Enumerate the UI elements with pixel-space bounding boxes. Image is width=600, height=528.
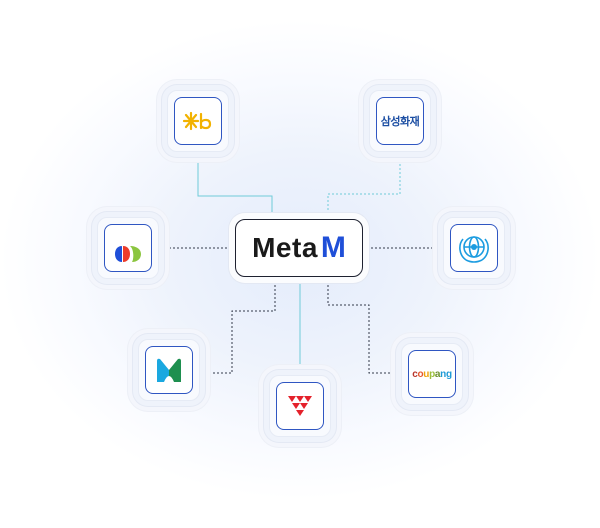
samsung-fire-logo-text: 삼성화재 (380, 116, 420, 128)
triangles-logo-icon (288, 396, 312, 416)
partner-tile-samsung-fire: 삼성화재 (376, 97, 424, 145)
line-coupang (327, 277, 405, 374)
hub-title: Meta (252, 232, 318, 263)
hub-title-accent: M (320, 231, 346, 264)
unicef-logo-icon (459, 236, 489, 263)
m-logo-icon (157, 358, 181, 382)
partner-tile-coupang: coupang (408, 350, 456, 398)
partner-node-db (97, 217, 159, 279)
partner-node-samsung-fire: 삼성화재 (369, 90, 431, 152)
partner-tile-unicef (450, 224, 498, 272)
line-meritz (195, 277, 276, 374)
line-samsung (327, 148, 401, 219)
coupang-logo-text: coupang (412, 368, 452, 380)
partner-node-meritz (138, 339, 200, 401)
partner-tile-lotte (276, 382, 324, 430)
partner-tile-db (104, 224, 152, 272)
partner-tile-kb (174, 97, 222, 145)
partner-tile-meritz (145, 346, 193, 394)
partner-node-coupang: coupang (401, 343, 463, 405)
partner-node-unicef (443, 217, 505, 279)
partner-node-lotte (269, 375, 331, 437)
line-kb (197, 148, 273, 219)
db-logo-icon (115, 236, 141, 262)
partner-node-kb (167, 90, 229, 152)
kb-logo-icon (182, 111, 212, 131)
